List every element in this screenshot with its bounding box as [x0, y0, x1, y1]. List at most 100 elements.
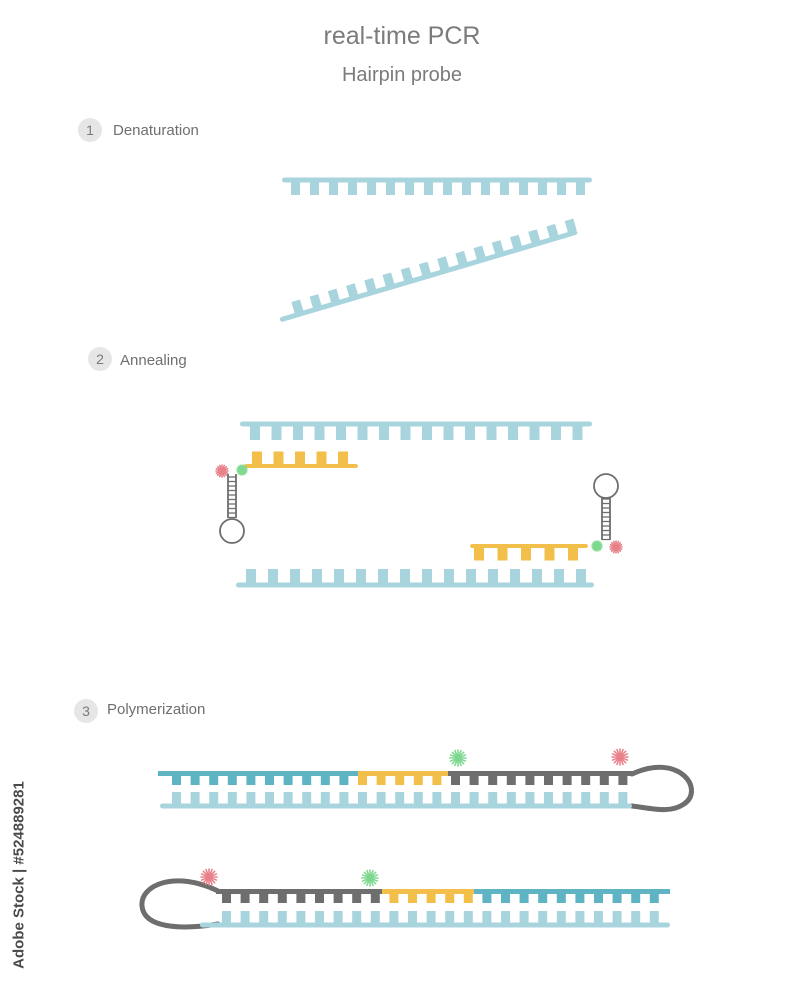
base-tooth	[473, 245, 486, 260]
base-tooth	[462, 182, 471, 195]
burst-core	[206, 874, 212, 880]
base-tooth	[432, 773, 442, 785]
base-tooth	[413, 792, 423, 804]
step-3-label: Polymerization	[107, 701, 206, 718]
base-tooth	[190, 773, 200, 785]
base-tooth	[222, 911, 231, 923]
base-tooth	[544, 773, 553, 785]
base-tooth	[445, 911, 455, 923]
base-tooth	[333, 891, 343, 903]
base-tooth	[314, 426, 325, 440]
base-tooth	[190, 792, 200, 804]
base-tooth	[451, 792, 460, 804]
base-tooth	[564, 218, 577, 233]
annealing-primer-right	[470, 544, 588, 561]
base-tooth	[594, 891, 603, 903]
base-tooth	[268, 569, 278, 583]
base-tooth	[422, 426, 432, 440]
denaturation-strand-bottom	[279, 218, 578, 322]
loop	[219, 518, 245, 544]
base-tooth	[538, 182, 547, 195]
strand-backbone	[200, 922, 670, 928]
step-1-label: Denaturation	[113, 122, 199, 139]
base-tooth	[172, 792, 181, 804]
base-tooth	[500, 182, 509, 195]
base-tooth	[339, 773, 349, 785]
strand-backbone	[160, 803, 632, 809]
step-1-number: 1	[78, 118, 102, 142]
base-tooth	[227, 773, 237, 785]
base-tooth	[277, 891, 287, 903]
base-tooth	[612, 911, 622, 923]
base-tooth	[432, 792, 442, 804]
step-2-number: 2	[88, 347, 112, 371]
base-tooth	[283, 792, 293, 804]
base-tooth	[532, 569, 542, 583]
stock-watermark-text: Adobe Stock | #524889281	[10, 781, 28, 969]
base-tooth	[538, 911, 548, 923]
denaturation-strand-top	[282, 177, 592, 195]
base-tooth	[259, 911, 269, 923]
base-tooth	[273, 451, 284, 465]
base-tooth	[612, 891, 622, 903]
base-tooth	[599, 773, 609, 785]
strand-backbone	[240, 421, 592, 427]
base-tooth	[488, 773, 498, 785]
base-tooth	[413, 773, 423, 785]
base-tooth	[382, 272, 395, 287]
reporter-marker	[449, 749, 467, 767]
base-tooth	[466, 569, 476, 583]
base-tooth	[209, 773, 219, 785]
base-tooth	[352, 891, 362, 903]
base-tooth	[291, 299, 304, 314]
base-tooth	[357, 426, 368, 440]
base-tooth	[562, 773, 572, 785]
base-tooth	[320, 773, 330, 785]
base-tooth	[209, 792, 219, 804]
base-tooth	[525, 773, 535, 785]
hairpin-loop-opened	[139, 878, 221, 930]
base-tooth	[367, 182, 376, 195]
base-tooth	[259, 891, 269, 903]
base-tooth	[486, 426, 497, 440]
stock-watermark-id: Adobe Stock | #524889281	[6, 760, 32, 990]
burst-core	[595, 544, 599, 548]
base-tooth	[240, 911, 250, 923]
base-tooth	[320, 792, 330, 804]
base-tooth	[649, 911, 659, 923]
base-tooth	[405, 182, 414, 195]
diagram-subtitle: Hairpin probe	[341, 64, 463, 86]
base-tooth	[296, 891, 306, 903]
base-tooth	[291, 182, 300, 195]
base-tooth	[455, 250, 468, 265]
base-tooth	[451, 773, 460, 785]
base-tooth	[510, 569, 520, 583]
annealing-template-top	[240, 421, 592, 440]
base-tooth	[408, 911, 417, 923]
base-tooth	[508, 426, 518, 440]
base-tooth	[310, 182, 319, 195]
burst-core	[219, 468, 225, 474]
strand-backbone	[470, 544, 588, 548]
base-tooth	[364, 277, 377, 292]
base-tooth	[501, 911, 510, 923]
base-tooth	[576, 569, 586, 583]
strand-backbone	[244, 464, 358, 468]
base-tooth	[293, 426, 303, 440]
base-tooth	[222, 891, 231, 903]
reporter-marker	[591, 540, 603, 552]
strand-backbone	[236, 582, 594, 588]
base-tooth	[400, 569, 410, 583]
base-tooth	[336, 426, 346, 440]
base-tooth	[358, 773, 367, 785]
base-tooth	[370, 911, 380, 923]
base-tooth	[497, 547, 508, 561]
base-tooth	[443, 182, 452, 195]
base-tooth	[554, 569, 564, 583]
burst-core	[455, 755, 461, 761]
base-tooth	[370, 891, 380, 903]
hairpin-probe-left	[215, 464, 248, 544]
base-tooth	[506, 773, 516, 785]
base-tooth	[265, 792, 274, 804]
base-tooth	[290, 569, 300, 583]
